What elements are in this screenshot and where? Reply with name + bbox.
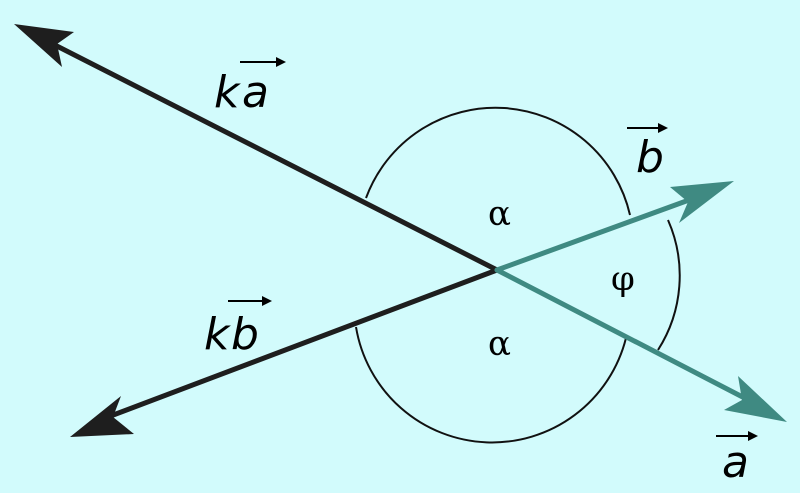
phi-angle-arc [657, 219, 681, 351]
vector-a-line [494, 267, 763, 409]
upper-angle-arc [365, 106, 631, 216]
label-kb-k: k [204, 309, 231, 360]
vector-a-arrowhead [724, 376, 787, 422]
label-ka-vector-arrow [240, 57, 286, 67]
label-phi: φ [611, 259, 635, 299]
label-ka-a: a [242, 67, 269, 118]
vector-kb-line [97, 267, 500, 423]
label-a-vector-arrow [716, 431, 758, 441]
label-alpha-bottom: α [488, 324, 511, 364]
label-alpha-top: α [488, 194, 511, 234]
label-b: b [636, 132, 664, 183]
label-a: a [722, 437, 749, 488]
vector-b-arrowhead [670, 181, 734, 223]
label-ka-k: k [214, 67, 241, 118]
lower-angle-arc [355, 326, 627, 444]
vector-ka-line [42, 37, 500, 273]
label-kb-vector-arrow [228, 296, 272, 306]
vector-kb-arrowhead [70, 396, 134, 437]
label-b-vector-arrow [627, 123, 668, 133]
label-kb-b: b [231, 309, 259, 360]
vector-ka-arrowhead [14, 24, 74, 67]
vector-b-line [494, 193, 703, 273]
